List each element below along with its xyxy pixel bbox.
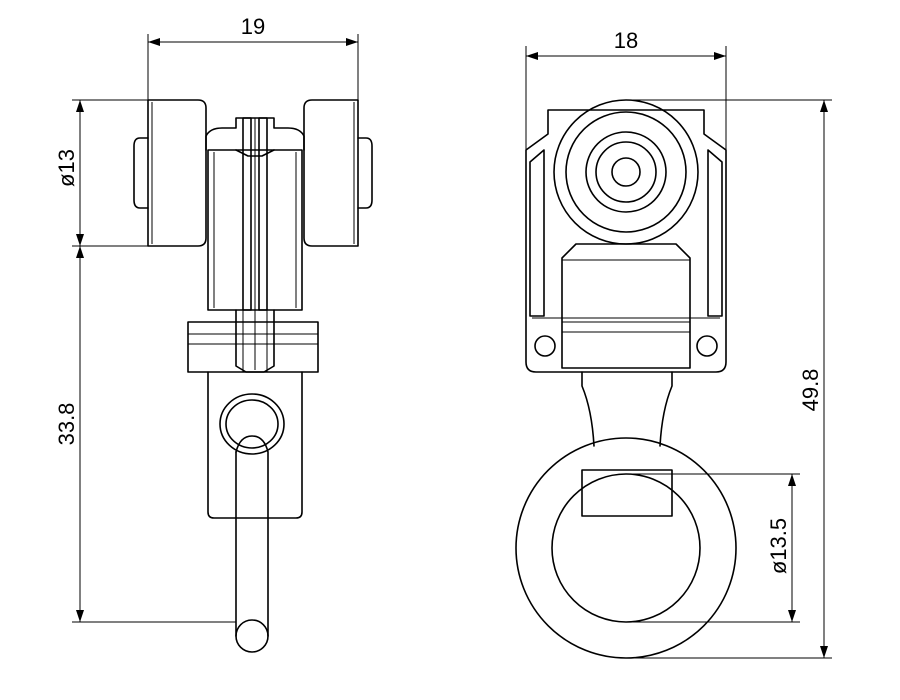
dim-width-18: 18 bbox=[525, 28, 727, 150]
dim-wheel-diameter: ø13 bbox=[54, 99, 148, 247]
dim-label-wheel-diameter: ø13 bbox=[54, 149, 79, 187]
bracket-frame bbox=[525, 109, 727, 373]
dim-label-18: 18 bbox=[614, 28, 638, 53]
ring bbox=[515, 437, 737, 659]
dim-label-33-8: 33.8 bbox=[54, 403, 79, 446]
flange-plate bbox=[187, 309, 319, 373]
dim-label-49-8: 49.8 bbox=[798, 369, 823, 412]
stem bbox=[581, 371, 673, 517]
right-wheel bbox=[303, 99, 373, 247]
neck-block bbox=[561, 243, 691, 369]
axle-housing bbox=[205, 117, 305, 370]
dim-label-19: 19 bbox=[241, 14, 265, 39]
front-wheel bbox=[553, 99, 699, 245]
dim-height-49-8: 49.8 bbox=[626, 99, 832, 659]
dim-label-ring-diameter: ø13.5 bbox=[766, 518, 791, 574]
left-wheel bbox=[133, 99, 207, 247]
dim-width-19: 19 bbox=[147, 14, 359, 100]
dim-height-33-8: 33.8 bbox=[54, 246, 236, 623]
side-view bbox=[133, 99, 373, 653]
body-block bbox=[207, 371, 303, 519]
pin-rod bbox=[235, 435, 269, 653]
dim-ring-diameter: ø13.5 bbox=[626, 473, 800, 623]
front-view bbox=[515, 99, 737, 659]
